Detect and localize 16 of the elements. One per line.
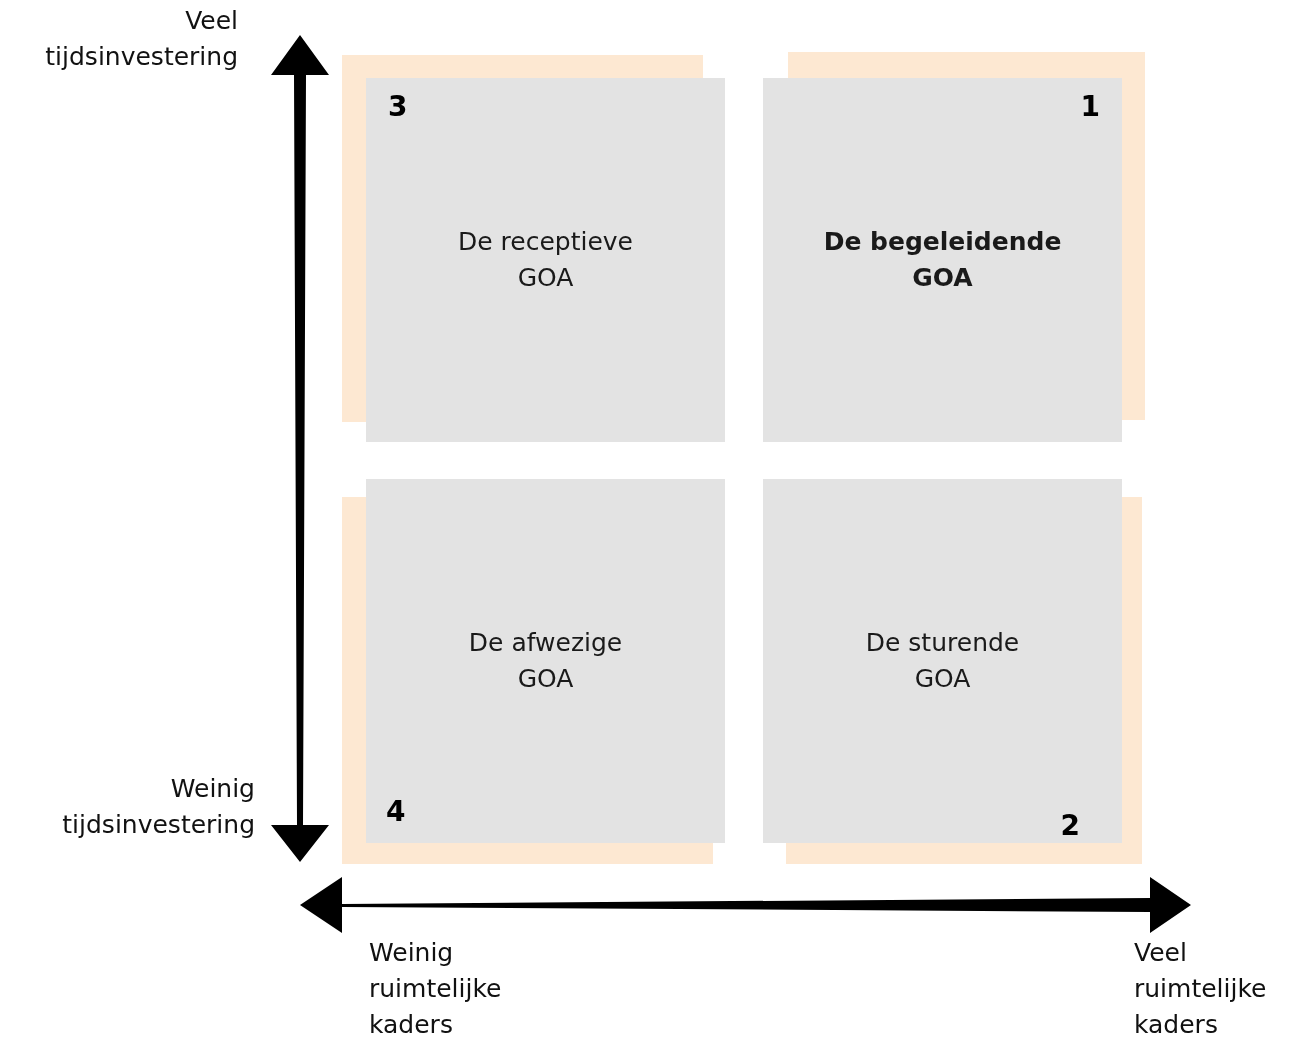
quadrant-title: De begeleidende GOA [822,226,1063,294]
quadrant-title: De receptieve GOA [457,226,634,294]
quadrant-title: De sturende GOA [864,627,1021,695]
axis-label: Weinig ruimtelijke kaders [369,937,503,1039]
quadrant-title: De afwezige GOA [467,627,624,695]
axis-label: Weinig tijdsinvestering [61,773,255,841]
quadrant-number: 4 [386,797,406,827]
quadrant-box [763,479,1122,843]
quadrant-number: 3 [388,92,408,122]
quadrant-box [763,78,1122,442]
quadrant-box [366,78,725,442]
axis-label: Veel tijdsinvestering [44,5,238,73]
axis-label: Veel ruimtelijke kaders [1134,937,1268,1039]
quadrant-number: 2 [1060,811,1080,841]
quadrant-box [366,479,725,843]
quadrant-number: 1 [1080,92,1100,122]
